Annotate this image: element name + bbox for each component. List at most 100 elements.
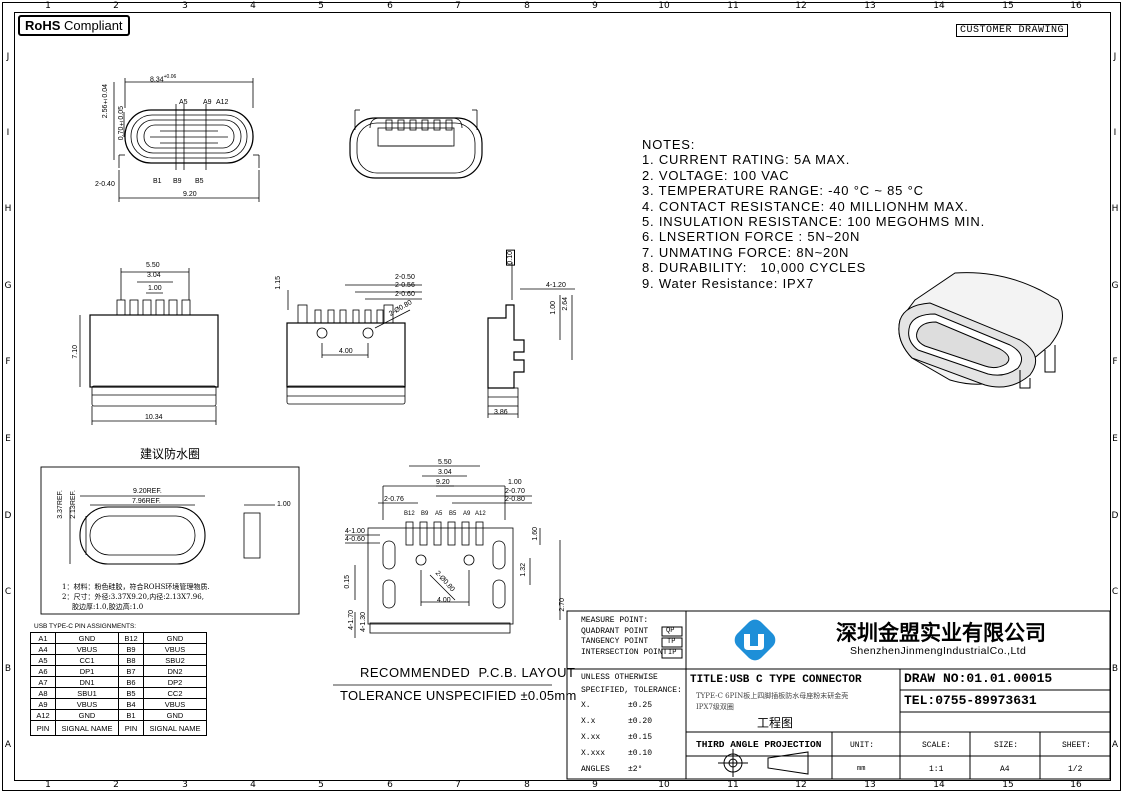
company-name-en: ShenzhenJinmengIndustrialCo.,Ltd <box>850 645 1027 657</box>
dim-pin-width: 2-0.40 <box>95 181 115 188</box>
point-code: TP <box>667 638 676 646</box>
dim: 4-1.30 <box>360 612 367 632</box>
telephone: TEL:0755-89973631 <box>904 693 1037 708</box>
dim: 3.04 <box>438 469 452 476</box>
table-cell: VBUS <box>143 643 207 655</box>
pcb-pin: A9 <box>463 511 471 517</box>
company-logo-icon <box>734 619 776 661</box>
dim: 7.10 <box>72 345 79 359</box>
zone-label: 13 <box>864 780 876 790</box>
customer-drawing-label: CUSTOMER DRAWING <box>956 24 1069 37</box>
table-cell: B12 <box>118 632 144 644</box>
table-cell: VBUS <box>55 698 119 710</box>
dim: 3.86 <box>494 409 508 416</box>
tolerance-value: ±0.10 <box>628 749 653 758</box>
zone-label: 1 <box>45 780 51 790</box>
table-cell: B5 <box>118 687 144 699</box>
dim: 4-1.20 <box>546 282 566 289</box>
scale-value: 1:1 <box>929 765 944 774</box>
dim: 9.20REF. <box>133 488 162 495</box>
table-cell: DP2 <box>143 676 207 688</box>
dim: 1.00 <box>508 479 522 486</box>
dim: 2.70 <box>559 598 566 612</box>
dim: 4.00 <box>339 348 353 355</box>
pin-label: B1 <box>153 178 162 185</box>
sheet-value: 1/2 <box>1068 765 1083 774</box>
zone-label: J <box>1113 52 1117 62</box>
bottom-view <box>286 284 422 405</box>
zone-label: D <box>1111 511 1119 521</box>
front-view-2 <box>349 109 483 179</box>
table-cell: SBU2 <box>143 654 207 666</box>
zone-label: J <box>6 52 10 62</box>
zone-label: E <box>5 434 11 444</box>
zone-label: C <box>1111 587 1119 597</box>
zone-label: G <box>1111 281 1119 291</box>
notes-heading: NOTES: <box>642 137 696 152</box>
zone-label: 15 <box>1002 780 1014 790</box>
seal-box <box>40 466 300 615</box>
tolerance-value: ±0.25 <box>628 701 653 710</box>
connector-3d-render <box>898 272 1063 389</box>
table-cell: B1 <box>118 709 144 721</box>
zone-label: 7 <box>455 1 461 11</box>
zone-label: 8 <box>524 780 530 790</box>
tolerance-key: ANGLES <box>581 765 610 774</box>
zone-label: 7 <box>455 780 461 790</box>
pcb-pin: B9 <box>421 511 429 517</box>
pin-table-caption: USB TYPE-C PIN ASSIGNMENTS: <box>34 623 137 630</box>
zone-label: B <box>4 664 12 674</box>
pcb-layout <box>333 465 561 686</box>
note-item: 2. VOLTAGE: 100 VAC <box>642 167 790 183</box>
tolerance-value: ±0.15 <box>628 733 653 742</box>
tolerance-key: X.x <box>581 717 596 726</box>
tolerance-key: X. <box>581 701 591 710</box>
drawing-type: 工程图 <box>757 716 794 730</box>
note-item: 8. DURABILITY: 10,000 CYCLES <box>642 260 867 276</box>
pcb-pin: A12 <box>475 511 486 517</box>
tolerance-note: TOLERANCE UNSPECIFIED ±0.05mm <box>340 688 577 703</box>
table-cell: A7 <box>30 676 56 688</box>
table-cell: VBUS <box>143 698 207 710</box>
table-cell: B8 <box>118 654 144 666</box>
zone-label: I <box>6 128 10 138</box>
flatness-callout: 0.10 <box>506 250 515 266</box>
pin-label: A9 <box>203 99 212 106</box>
dim: 4-1.00 <box>345 528 365 535</box>
table-cell: A4 <box>30 643 56 655</box>
company-name-cn: 深圳金盟实业有限公司 <box>836 621 1046 645</box>
title-block <box>566 610 1111 780</box>
sheet-label: SHEET: <box>1062 741 1091 750</box>
zone-label: 5 <box>318 1 324 11</box>
dim: 3.04 <box>147 272 161 279</box>
dim: 2-0.50 <box>395 274 415 281</box>
note-item: 6. LNSERTION FORCE : 5N~20N <box>642 229 861 245</box>
dim: 1.00 <box>550 301 557 315</box>
table-cell: B6 <box>118 676 144 688</box>
zone-label: 14 <box>933 1 945 11</box>
dim: 10.34 <box>145 414 163 421</box>
tolerance-value: ±2° <box>628 765 643 774</box>
dim: 4-1.70 <box>348 610 355 630</box>
dim-height-2: 0.70±0.05 <box>118 106 125 141</box>
table-cell: GND <box>55 632 119 644</box>
table-cell: A8 <box>30 687 56 699</box>
note-item: 9. Water Resistance: IPX7 <box>642 275 814 291</box>
pcb-pin: A5 <box>435 511 443 517</box>
zone-label: 14 <box>933 780 945 790</box>
zone-label: 1 <box>45 1 51 11</box>
dim: 3.37REF. <box>57 490 64 519</box>
zone-label: 10 <box>658 1 670 11</box>
pcb-layout-title: RECOMMENDED P.C.B. LAYOUT <box>360 665 576 680</box>
zone-label: 6 <box>387 1 393 11</box>
dim: 7.96REF. <box>132 498 161 505</box>
zone-label: F <box>5 357 11 367</box>
table-cell: CC1 <box>55 654 119 666</box>
table-cell: PIN <box>118 720 144 736</box>
